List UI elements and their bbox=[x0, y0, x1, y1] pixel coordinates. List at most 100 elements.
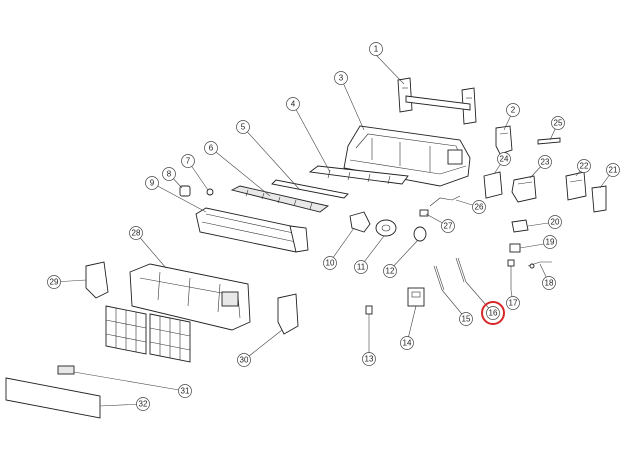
callout-13: 13 bbox=[362, 352, 376, 366]
part-control-box bbox=[511, 175, 537, 203]
callout-9: 9 bbox=[145, 176, 159, 190]
part-left-cover bbox=[85, 261, 109, 299]
svg-text:9: 9 bbox=[150, 179, 155, 188]
callout-23: 23 bbox=[538, 155, 552, 169]
callout-22: 22 bbox=[577, 159, 591, 173]
callout-26: 26 bbox=[472, 200, 486, 214]
part-bracket bbox=[495, 125, 513, 155]
part-front-frame bbox=[129, 263, 251, 331]
part-front-panel bbox=[5, 377, 101, 419]
svg-text:4: 4 bbox=[291, 100, 296, 109]
svg-text:25: 25 bbox=[554, 119, 563, 128]
part-stepping-motor bbox=[413, 226, 427, 242]
callout-28: 28 bbox=[129, 226, 143, 240]
svg-text:2: 2 bbox=[511, 106, 516, 115]
svg-text:24: 24 bbox=[500, 155, 509, 164]
callout-11: 11 bbox=[354, 260, 368, 274]
part-connector bbox=[509, 243, 521, 253]
callout-32: 32 bbox=[136, 397, 150, 411]
part-wire bbox=[429, 195, 461, 207]
svg-text:28: 28 bbox=[132, 229, 141, 238]
part-bearing bbox=[206, 188, 214, 196]
part-display-board bbox=[407, 287, 425, 307]
part-filter-left bbox=[105, 305, 147, 355]
svg-text:1: 1 bbox=[374, 45, 379, 54]
svg-text:23: 23 bbox=[541, 158, 550, 167]
svg-text:29: 29 bbox=[50, 278, 59, 287]
svg-text:30: 30 bbox=[240, 356, 249, 365]
svg-text:19: 19 bbox=[546, 238, 555, 247]
svg-text:13: 13 bbox=[365, 355, 374, 364]
svg-text:15: 15 bbox=[462, 315, 471, 324]
callout-5: 5 bbox=[236, 120, 250, 134]
part-evaporator bbox=[195, 207, 309, 253]
part-chassis bbox=[343, 125, 471, 187]
callout-16: 16 bbox=[486, 306, 500, 320]
callout-30: 30 bbox=[237, 353, 251, 367]
svg-text:14: 14 bbox=[403, 339, 412, 348]
callout-20: 20 bbox=[548, 215, 562, 229]
svg-text:8: 8 bbox=[167, 170, 172, 179]
svg-text:26: 26 bbox=[475, 203, 484, 212]
svg-text:6: 6 bbox=[209, 144, 214, 153]
part-rod-15 bbox=[433, 265, 445, 291]
part-fan-motor bbox=[375, 219, 397, 237]
part-crossflow-fan bbox=[230, 185, 330, 213]
svg-text:11: 11 bbox=[357, 263, 366, 272]
part-terminal-block bbox=[511, 219, 529, 233]
callout-12: 12 bbox=[383, 264, 397, 278]
part-cover-plate bbox=[591, 185, 607, 213]
leader-lines bbox=[53, 54, 614, 407]
callout-8: 8 bbox=[162, 167, 176, 181]
callout-6: 6 bbox=[204, 141, 218, 155]
callout-29: 29 bbox=[47, 275, 61, 289]
callout-18: 18 bbox=[542, 276, 556, 290]
part-bearing-holder bbox=[179, 185, 191, 197]
part-swing-rod bbox=[271, 179, 349, 199]
callout-21: 21 bbox=[606, 163, 620, 177]
callout-24: 24 bbox=[497, 152, 511, 166]
callout-25: 25 bbox=[551, 116, 565, 130]
callout-19: 19 bbox=[543, 235, 557, 249]
callout-10: 10 bbox=[323, 256, 337, 270]
svg-text:7: 7 bbox=[186, 157, 191, 166]
svg-text:17: 17 bbox=[509, 299, 518, 308]
svg-text:32: 32 bbox=[139, 400, 148, 409]
part-louver bbox=[308, 165, 409, 185]
callout-7: 7 bbox=[181, 154, 195, 168]
svg-text:22: 22 bbox=[580, 162, 589, 171]
part-pipe bbox=[537, 137, 561, 145]
svg-text:27: 27 bbox=[444, 222, 453, 231]
callout-15: 15 bbox=[459, 312, 473, 326]
callout-4: 4 bbox=[286, 97, 300, 111]
part-motor-bracket bbox=[349, 211, 371, 233]
callout-27: 27 bbox=[441, 219, 455, 233]
svg-text:10: 10 bbox=[326, 259, 335, 268]
callout-14: 14 bbox=[400, 336, 414, 350]
svg-text:20: 20 bbox=[551, 218, 560, 227]
callout-1: 1 bbox=[369, 42, 383, 56]
callout-17: 17 bbox=[506, 296, 520, 310]
part-rod-16 bbox=[455, 257, 467, 283]
svg-text:31: 31 bbox=[181, 387, 190, 396]
part-sensor bbox=[419, 209, 429, 217]
part-box-cover bbox=[483, 171, 503, 199]
svg-text:16: 16 bbox=[489, 309, 498, 318]
part-mounting-plate bbox=[397, 77, 477, 125]
part-right-cover bbox=[277, 293, 299, 335]
callout-31: 31 bbox=[178, 384, 192, 398]
part-probe bbox=[365, 305, 373, 315]
part-temp-sensor bbox=[527, 261, 552, 269]
part-filter-right bbox=[149, 313, 191, 363]
svg-text:18: 18 bbox=[545, 279, 554, 288]
part-pcb bbox=[565, 171, 587, 201]
svg-text:3: 3 bbox=[339, 74, 344, 83]
svg-text:12: 12 bbox=[386, 267, 395, 276]
callout-16-highlight bbox=[481, 301, 505, 325]
callout-3: 3 bbox=[334, 71, 348, 85]
svg-text:21: 21 bbox=[609, 166, 618, 175]
callout-2: 2 bbox=[506, 103, 520, 117]
svg-text:5: 5 bbox=[241, 123, 246, 132]
part-sensor-cable bbox=[507, 259, 515, 290]
